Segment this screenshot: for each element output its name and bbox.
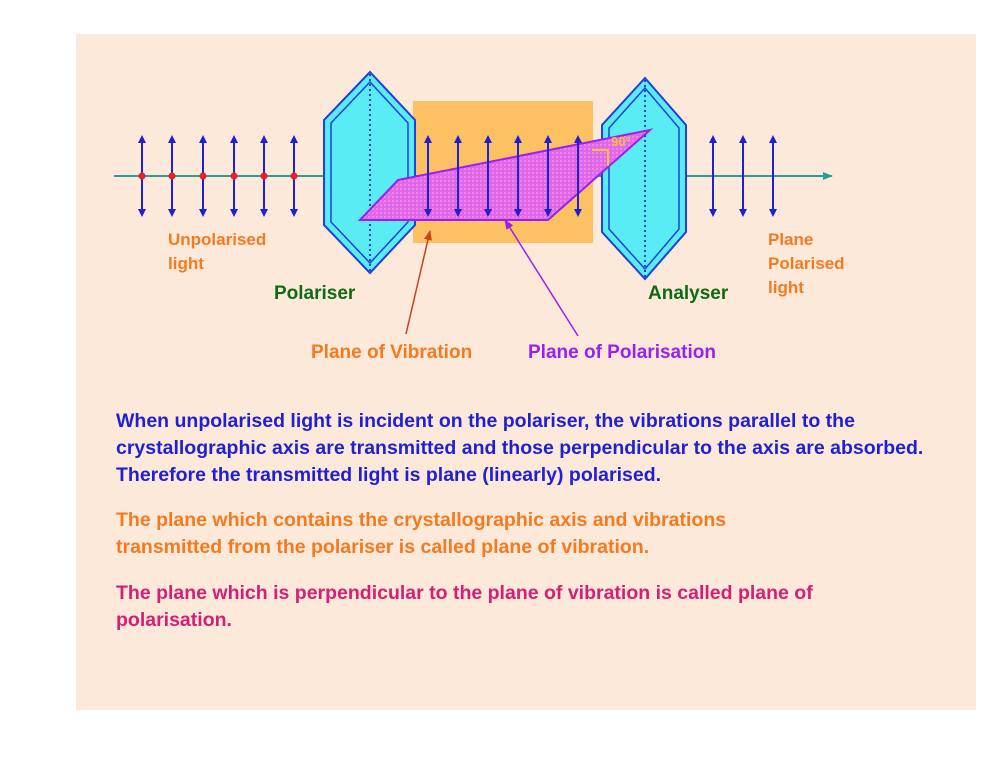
vibration-dot bbox=[138, 172, 146, 180]
angle-label: 90° bbox=[611, 134, 631, 149]
paragraph-plane-of-vibration: The plane which contains the crystallogr… bbox=[116, 509, 727, 558]
analyser-crystal bbox=[601, 76, 687, 281]
analyser-label: Analyser bbox=[648, 283, 729, 304]
analyser-crystal-inner bbox=[608, 86, 680, 271]
vibration-dot bbox=[290, 172, 298, 180]
plane-polarised-light-label: Plane Polarised light bbox=[768, 230, 845, 297]
right-angle-marker bbox=[592, 149, 609, 166]
polariser-crystal-inner bbox=[330, 80, 409, 265]
polariser-crystal bbox=[323, 70, 416, 275]
unpolarised-light-label: Unpolarised light bbox=[168, 230, 267, 273]
vibration-dot bbox=[230, 172, 238, 180]
plane-of-vibration-label: Plane of Vibration bbox=[311, 342, 473, 363]
paragraph-polariser-transmission: When unpolarised light is incident on th… bbox=[116, 410, 924, 486]
polariser-label: Polariser bbox=[274, 283, 356, 304]
polarisation-plane-pointer bbox=[504, 219, 579, 337]
vibration-dot bbox=[168, 172, 176, 180]
plane-of-polarisation-label: Plane of Polarisation bbox=[528, 342, 716, 363]
vibration-dot bbox=[199, 172, 207, 180]
vibration-plane-pointer bbox=[405, 230, 432, 335]
perpendicular-vibration-dots bbox=[138, 172, 298, 180]
vibration-dot bbox=[260, 172, 268, 180]
transmitted-vibration-arrows bbox=[424, 135, 582, 217]
paragraph-plane-of-polarisation: The plane which is perpendicular to the … bbox=[116, 582, 813, 631]
output-vibration-arrows bbox=[709, 135, 777, 217]
